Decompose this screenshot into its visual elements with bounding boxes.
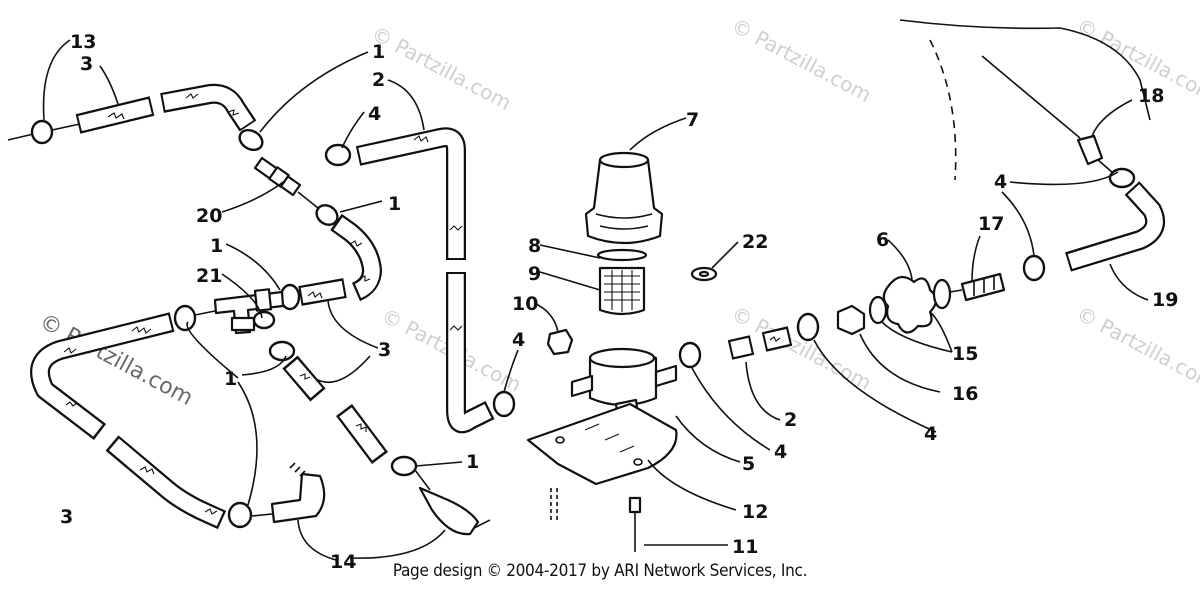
gasket-8 [596,248,648,262]
hose-clamp [227,501,253,529]
elbow-fitting-14-right [418,486,480,536]
callout-10: 10 [512,293,538,315]
callout-6: 6 [876,229,889,251]
callout-8: 8 [528,235,541,257]
hose-2-left [324,127,516,434]
callout-16: 16 [952,383,978,405]
callout-20: 20 [196,205,222,227]
callout-3: 3 [60,506,73,528]
hose-clamp [252,310,276,330]
hose-clamp-4 [678,341,702,369]
callout-18: 18 [1138,85,1164,107]
callout-4: 4 [368,103,381,125]
tee-assembly [173,278,347,362]
hose-clamp-4 [1108,167,1136,189]
callout-5: 5 [742,453,755,475]
valve-6 [882,275,938,334]
upper-left-hose-run [7,83,382,302]
center-lower-hose-run [282,355,491,536]
nut-10 [546,328,574,356]
callout-1: 1 [466,451,479,473]
callout-14: 14 [330,551,356,573]
fuel-tank-outline [899,19,1151,121]
callout-15: 15 [952,343,978,365]
right-hose-run [678,19,1165,369]
washer-15 [868,295,888,325]
callout-19: 19 [1152,289,1178,311]
callout-9: 9 [528,263,541,285]
callout-4: 4 [924,423,937,445]
hose-clamp-4 [492,390,516,418]
hose-clamp-13 [30,119,54,145]
watermark: © Partzilla.com [1073,13,1200,107]
bracket-12 [526,402,678,486]
callout-7: 7 [686,109,699,131]
callout-1: 1 [388,193,401,215]
watermark: © Partzilla.com [728,13,876,107]
hose-clamp-4 [324,143,352,167]
callout-12: 12 [742,501,768,523]
footer-credit: Page design © 2004-2017 by ARI Network S… [392,561,808,581]
elbow-fitting-14-left [270,472,326,524]
callout-21: 21 [196,265,222,287]
bolt-11 [628,496,642,514]
hose-clamp-4 [796,312,820,342]
line-segment [51,123,81,131]
callout-1: 1 [224,368,237,390]
watermark: © Partzilla.com [1073,301,1200,395]
hose-clamp-4 [1022,254,1046,282]
hose-clamp [390,455,418,477]
watermark: © Partzilla.com [368,21,516,115]
callout-2: 2 [784,409,797,431]
callout-1: 1 [210,235,223,257]
callout-22: 22 [742,231,768,253]
fitting-18 [1076,134,1104,166]
hose-clamp [315,204,339,226]
leader-lines [42,39,1149,561]
fitting-17 [960,272,1006,302]
callout-4: 4 [512,329,525,351]
callout-13: 13 [70,31,96,53]
callout-4: 4 [994,171,1007,193]
callout-17: 17 [978,213,1004,235]
hose-clamp [268,340,296,362]
nut-16 [836,304,866,336]
callout-2: 2 [372,69,385,91]
left-loop-hoses [30,312,326,530]
callout-labels: 13 3 1 2 4 20 1 1 21 3 1 3 14 1 7 8 9 10… [60,31,1178,573]
callout-4: 4 [774,441,787,463]
hose-clamp [173,304,197,332]
hose-clamp [238,128,264,152]
callout-3: 3 [80,53,93,75]
callout-11: 11 [732,536,758,558]
callout-1: 1 [372,41,385,63]
callout-3: 3 [378,339,391,361]
fuel-filter-assembly [526,151,718,552]
